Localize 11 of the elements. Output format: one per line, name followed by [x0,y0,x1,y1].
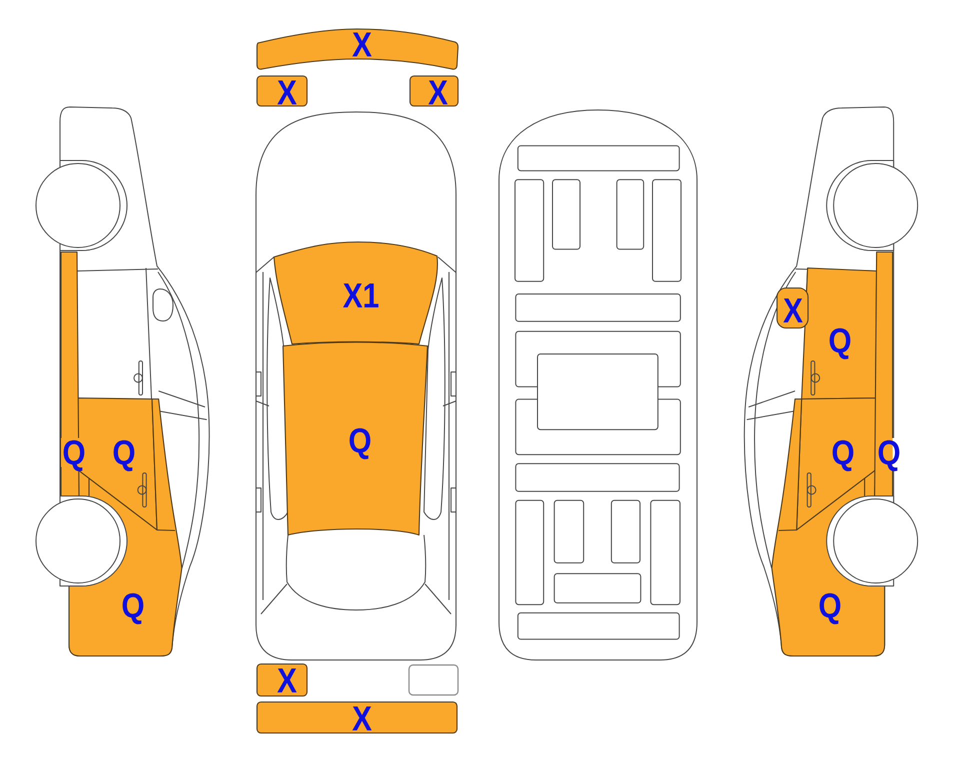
roof-panel: Q [282,342,428,536]
bumper-panel: X [256,701,458,734]
blank-box [408,664,459,696]
windshield-panel: X1 [273,241,438,345]
corner-panel: X [256,663,308,697]
corner-panel: X [409,75,459,107]
node-label: Q [832,440,854,472]
node-label: Q [114,440,134,472]
corner-panel: X [256,75,308,107]
mirror-panel: X [776,287,809,329]
bumper-panel: X [256,28,459,70]
